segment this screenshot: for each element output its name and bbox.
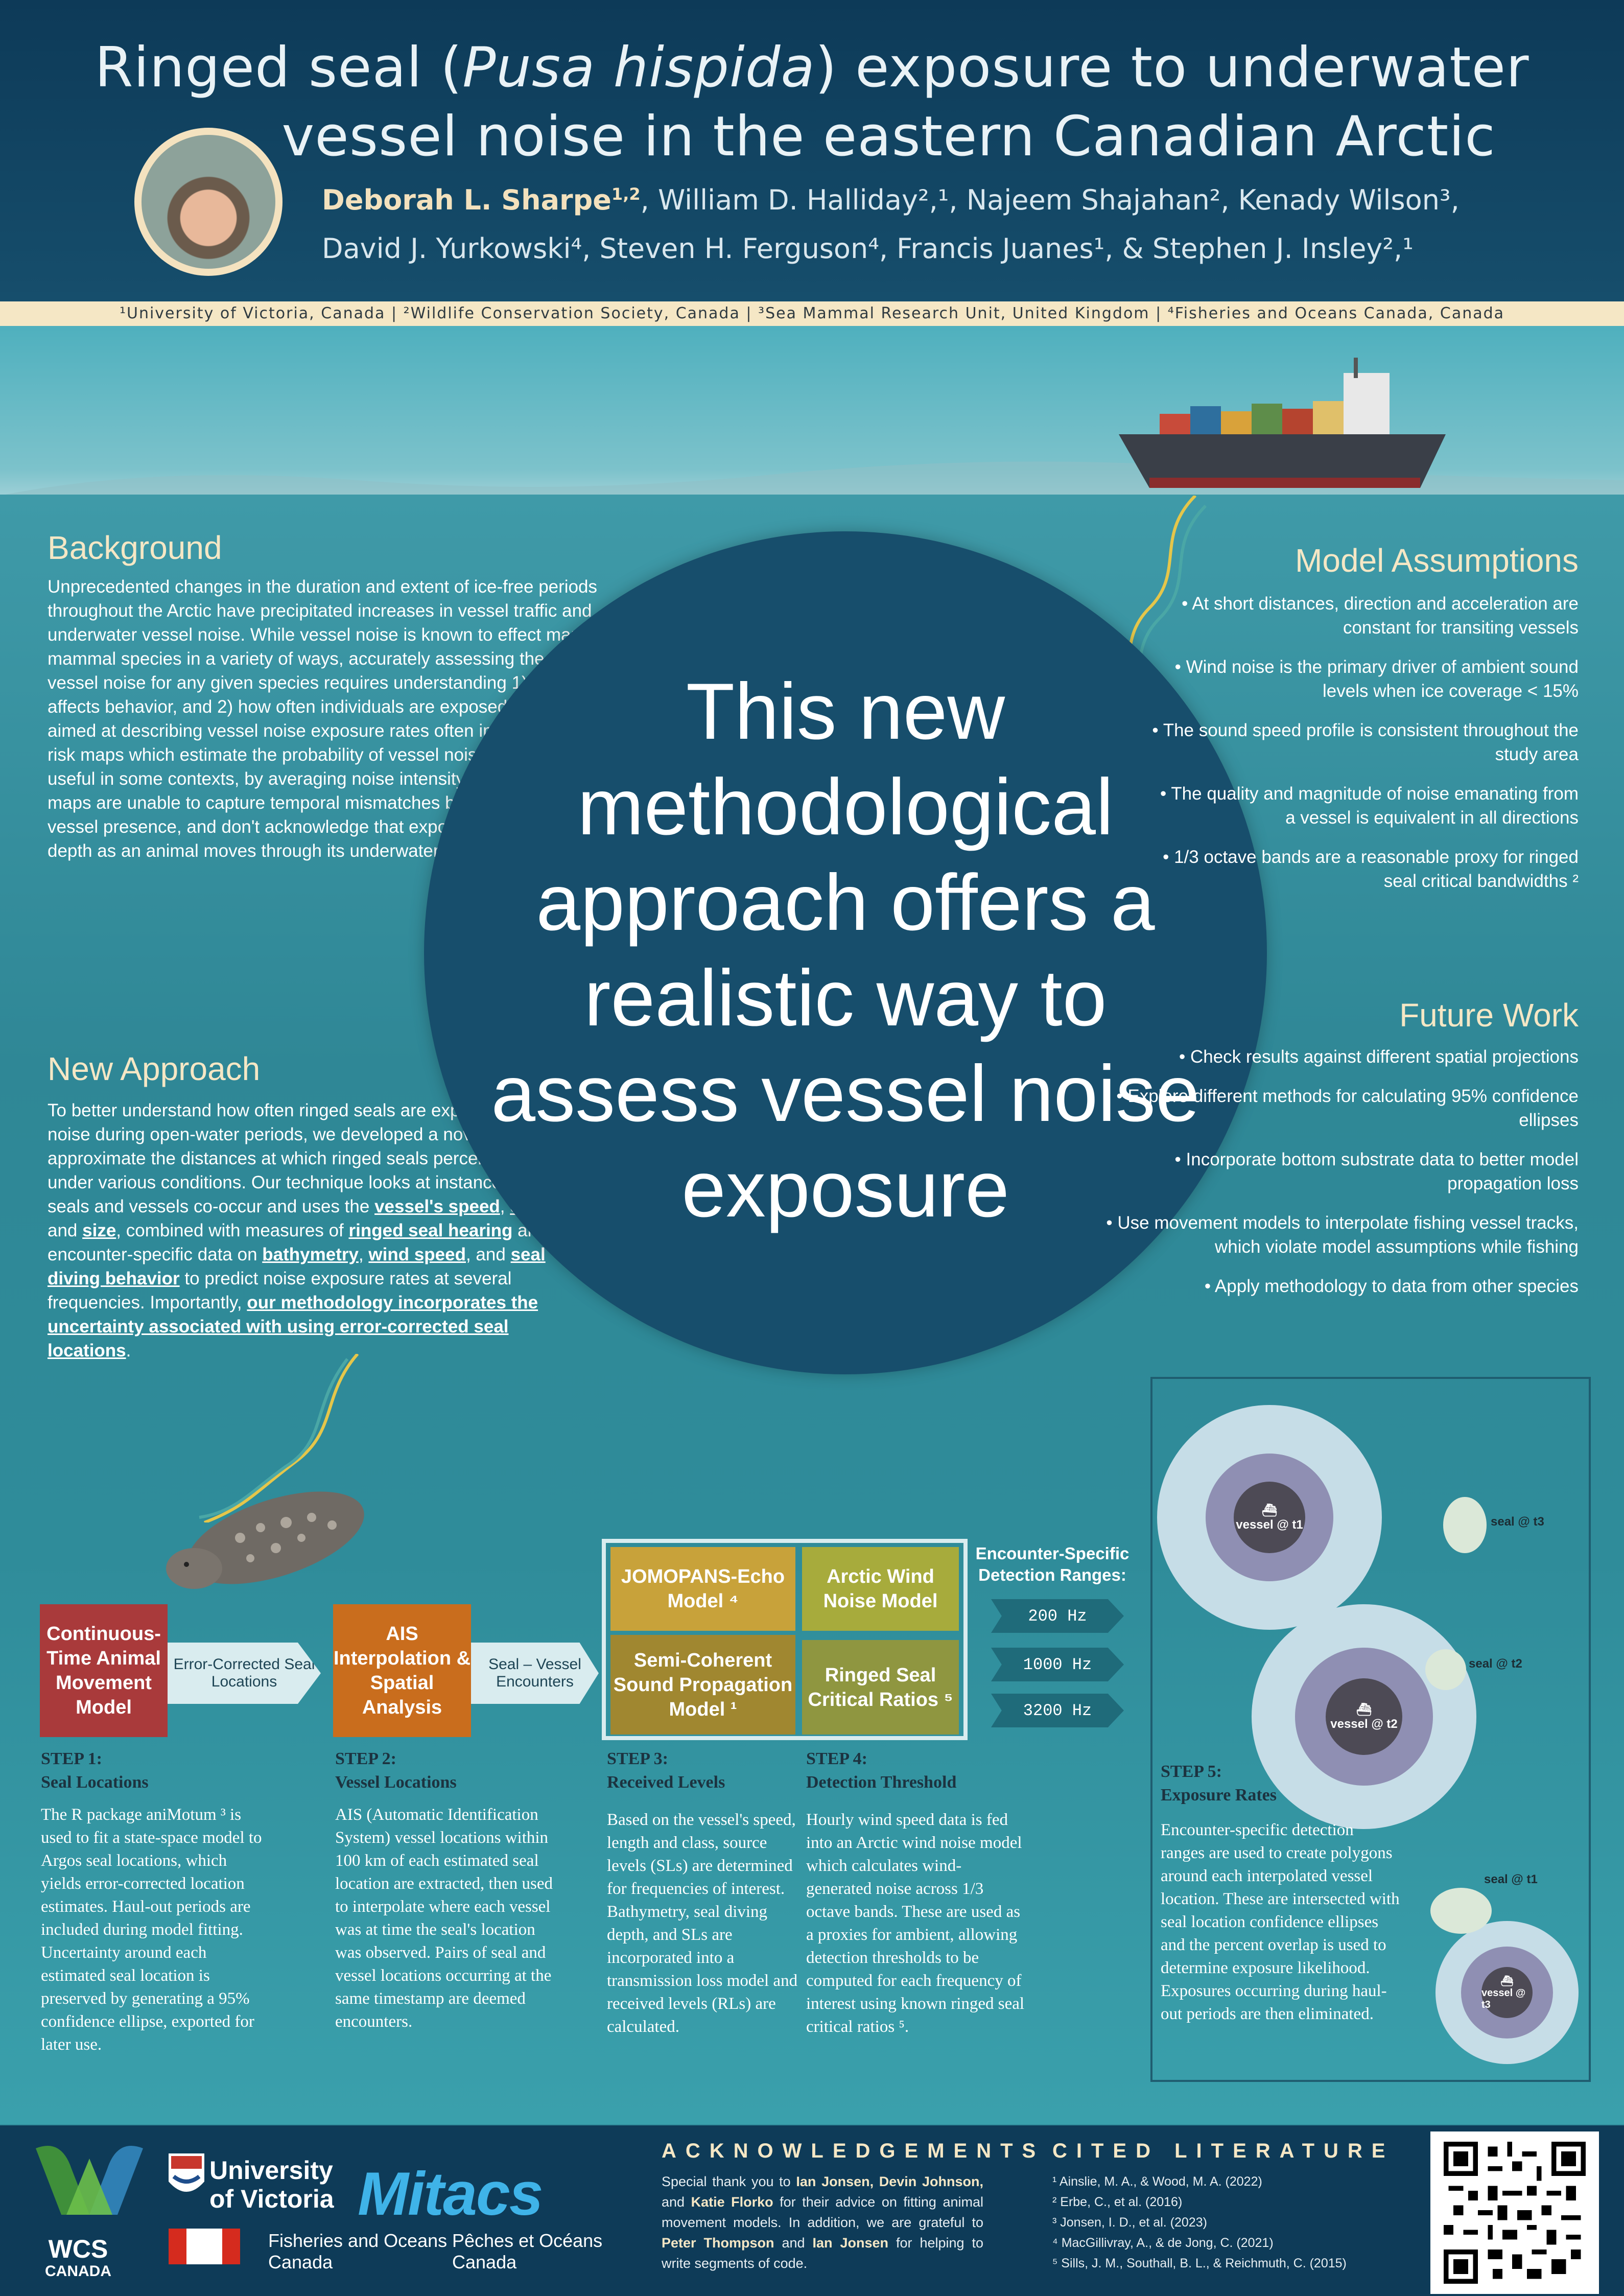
critical-ratios-box: Ringed Seal Critical Ratios ⁵ bbox=[802, 1640, 959, 1735]
detection-range-ring-t3: ⛴vessel @ t3 bbox=[1435, 1921, 1579, 2064]
step-4-heading: STEP 4:Detection Threshold bbox=[806, 1749, 957, 1792]
seal-t2-label: seal @ t2 bbox=[1469, 1657, 1522, 1671]
lead-author: Deborah L. Sharpe bbox=[322, 184, 611, 216]
list-item: Check results against different spatial … bbox=[1098, 1045, 1579, 1069]
citation: ³ Jonsen, I. D., et al. (2023) bbox=[1052, 2215, 1207, 2230]
ship-icon: ⛴ bbox=[1356, 1702, 1372, 1717]
key-message-text: This new methodological approach offers … bbox=[491, 667, 1200, 1234]
wind-noise-model-box: Arctic Wind Noise Model bbox=[802, 1547, 959, 1631]
citation: ⁴ MacGillivray, A., & de Jong, C. (2021) bbox=[1052, 2236, 1274, 2250]
future-work-heading: Future Work bbox=[1399, 997, 1579, 1034]
list-item: Explore different methods for calculatin… bbox=[1098, 1084, 1579, 1132]
citation: ⁵ Sills, J. M., Southall, B. L., & Reich… bbox=[1052, 2256, 1347, 2270]
seal-t1-label: seal @ t1 bbox=[1484, 1872, 1538, 1886]
future-work-list: Check results against different spatial … bbox=[1098, 1045, 1579, 1314]
detection-range-ring-t2: ⛴vessel @ t2 bbox=[1252, 1604, 1476, 1829]
step-2-heading: STEP 2:Vessel Locations bbox=[335, 1749, 457, 1792]
list-item: Wind noise is the primary driver of ambi… bbox=[1149, 655, 1579, 703]
citation: ¹ Ainslie, M. A., & Wood, M. A. (2022) bbox=[1052, 2174, 1262, 2189]
step-5-text: Encounter-specific detection ranges are … bbox=[1161, 1821, 1400, 2023]
vessel-t2-marker: ⛴vessel @ t2 bbox=[1326, 1678, 1402, 1755]
citation: ² Erbe, C., et al. (2016) bbox=[1052, 2195, 1183, 2209]
author-portrait-image bbox=[142, 135, 275, 269]
frequency-tag: 1000 Hz bbox=[991, 1648, 1124, 1681]
list-item: Incorporate bottom substrate data to bet… bbox=[1098, 1147, 1579, 1196]
cited-literature-heading: CITED LITERATURE bbox=[1052, 2140, 1395, 2162]
semi-coherent-model-box: Semi-Coherent Sound Propagation Model ¹ bbox=[610, 1635, 795, 1735]
acknowledgements-heading: ACKNOWLEDGEMENTS bbox=[662, 2140, 1045, 2162]
authors-line-2: David J. Yurkowski⁴, Steven H. Ferguson⁴… bbox=[322, 232, 1414, 265]
seal-t3-label: seal @ t3 bbox=[1491, 1515, 1544, 1529]
author-photo bbox=[134, 128, 283, 276]
background-heading: Background bbox=[48, 529, 222, 566]
seal-ellipse-t1 bbox=[1430, 1888, 1492, 1934]
dna-helix-decoration-lower bbox=[199, 1354, 359, 1522]
models-frame bbox=[602, 1539, 968, 1740]
mitacs-logo: Mitacs bbox=[358, 2160, 543, 2228]
ais-interpolation-box: AIS Interpolation & Spatial Analysis bbox=[333, 1604, 471, 1737]
qr-code-icon bbox=[1444, 2142, 1586, 2284]
seal-ellipse-t2 bbox=[1425, 1649, 1466, 1690]
model-assumptions-list: At short distances, direction and accele… bbox=[1149, 592, 1579, 908]
frequency-tag: 3200 Hz bbox=[991, 1694, 1124, 1727]
error-corrected-arrow: Error-Corrected Seal Locations bbox=[168, 1643, 321, 1704]
list-item: The quality and magnitude of noise emana… bbox=[1149, 782, 1579, 830]
qr-code[interactable] bbox=[1430, 2131, 1599, 2294]
ship-icon: ⛴ bbox=[1261, 1503, 1278, 1517]
continuous-time-model-box: Continuous-Time Animal Movement Model bbox=[40, 1604, 168, 1737]
step-3-text: Based on the vessel's speed, length and … bbox=[607, 1811, 798, 2036]
step-1-text: The R package aniMotum ³ is used to fit … bbox=[41, 1806, 262, 2054]
step-1-heading: STEP 1:Seal Locations bbox=[41, 1749, 149, 1792]
vessel-t1-marker: ⛴vessel @ t1 bbox=[1234, 1482, 1305, 1553]
list-item: At short distances, direction and accele… bbox=[1149, 592, 1579, 640]
ship-icon: ⛴ bbox=[1500, 1975, 1514, 1987]
seal-ellipse-t3 bbox=[1443, 1497, 1487, 1553]
authors-line-1: Deborah L. Sharpe1,2, William D. Hallida… bbox=[322, 184, 1460, 216]
new-approach-text: To better understand how often ringed se… bbox=[48, 1100, 589, 1361]
step-2-text: AIS (Automatic Identification System) ve… bbox=[335, 1806, 553, 2031]
poster-header bbox=[0, 0, 1624, 301]
list-item: Apply methodology to data from other spe… bbox=[1098, 1274, 1579, 1298]
citation-list: ¹ Ainslie, M. A., & Wood, M. A. (2022) ²… bbox=[1052, 2171, 1410, 2274]
model-assumptions-heading: Model Assumptions bbox=[1295, 542, 1579, 579]
wcs-logo-icon bbox=[36, 2146, 143, 2215]
jomopans-model-box: JOMOPANS-Echo Model ⁴ bbox=[610, 1547, 795, 1631]
list-item: Use movement models to interpolate fishi… bbox=[1098, 1211, 1579, 1259]
vessel-t3-marker: ⛴vessel @ t3 bbox=[1481, 1967, 1533, 2018]
title-line-2: vessel noise in the eastern Canadian Arc… bbox=[281, 105, 1496, 169]
list-item: 1/3 octave bands are a reasonable proxy … bbox=[1149, 845, 1579, 893]
exposure-diagram-frame bbox=[1150, 1377, 1591, 2082]
step-4-text: Hourly wind speed data is fed into an Ar… bbox=[806, 1811, 1025, 2036]
canada-flag-icon bbox=[169, 2229, 240, 2264]
step-3-heading: STEP 3:Received Levels bbox=[607, 1749, 725, 1792]
frequency-tag: 200 Hz bbox=[991, 1599, 1124, 1633]
detection-range-ring-t1: ⛴vessel @ t1 bbox=[1157, 1405, 1382, 1630]
acknowledgements-text: Special thank you to Ian Jonsen, Devin J… bbox=[662, 2174, 984, 2271]
step-5-heading: STEP 5:Exposure Rates bbox=[1161, 1762, 1277, 1805]
cargo-ship-illustration bbox=[1119, 358, 1446, 488]
footer bbox=[0, 2125, 1624, 2296]
title-line-1: Ringed seal (Pusa hispida) exposure to u… bbox=[95, 36, 1529, 100]
affiliations-bar: ¹University of Victoria, Canada | ²Wildl… bbox=[0, 301, 1624, 326]
detection-ranges-heading: Encounter-Specific Detection Ranges: bbox=[975, 1544, 1129, 1584]
uvic-crest-icon bbox=[169, 2153, 204, 2192]
new-approach-heading: New Approach bbox=[48, 1050, 261, 1087]
ringed-seal-illustration bbox=[166, 1491, 364, 1589]
list-item: The sound speed profile is consistent th… bbox=[1149, 718, 1579, 766]
encounters-arrow: Seal – Vessel Encounters bbox=[471, 1643, 599, 1704]
